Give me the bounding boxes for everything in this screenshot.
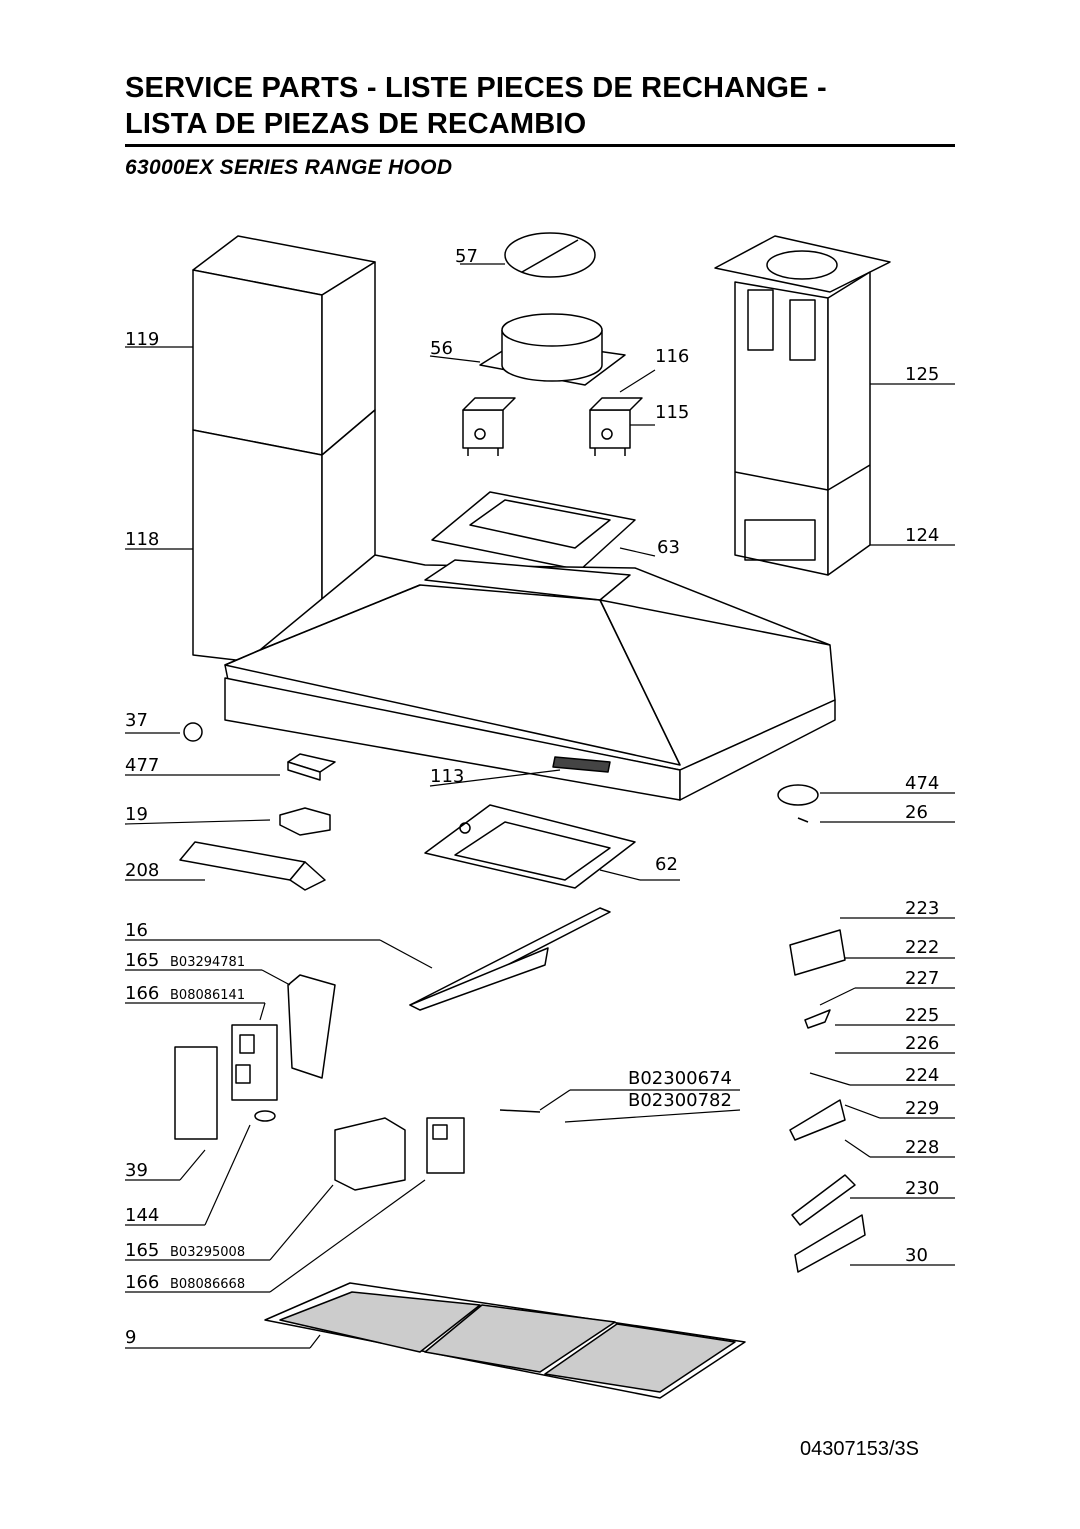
filter-rail-drawing [409,907,611,1011]
part-labels: 57 119 56 116 125 115 118 63 124 37 477 … [125,246,939,1348]
label-225: 225 [905,1005,939,1026]
label-30: 30 [905,1245,928,1266]
bottom-plate-drawing [424,804,636,889]
label-166-top: 166 [125,983,159,1004]
label-208: 208 [125,860,159,881]
upper-chimney-drawing [192,235,376,456]
label-57: 57 [455,246,478,267]
label-113: 113 [430,766,464,787]
top-plate-drawing [431,491,636,571]
label-228: 228 [905,1137,939,1158]
label-230: 230 [905,1178,939,1199]
label-226: 226 [905,1033,939,1054]
label-116: 116 [655,346,689,367]
label-39: 39 [125,1160,148,1181]
label-b02300782: B02300782 [628,1090,732,1111]
motor-bracket-right-drawing [589,397,643,456]
collar-drawing [479,313,626,386]
label-56: 56 [430,338,453,359]
damper-drawing [504,232,596,278]
label-125: 125 [905,364,939,385]
model-subtitle: 63000EX SERIES RANGE HOOD [125,156,453,179]
motor-bracket-left-drawing [462,397,516,456]
small-parts-drawing [179,722,336,891]
label-477: 477 [125,755,159,776]
title-line-2: LISTA DE PIEZAS DE RECAMBIO [125,108,587,140]
label-118: 118 [125,529,159,550]
code-165-bottom: B03295008 [170,1245,245,1260]
leader-lines [124,263,955,1349]
switch-box-drawing [334,1117,465,1191]
label-223: 223 [905,898,939,919]
label-124: 124 [905,525,939,546]
label-26: 26 [905,802,928,823]
page-title: SERVICE PARTS - LISTE PIECES DE RECHANGE… [125,70,955,142]
label-62: 62 [655,854,678,875]
code-166-top: B08086141 [170,988,245,1003]
label-63: 63 [657,537,680,558]
document-number: 04307153/3S [800,1438,920,1460]
label-229: 229 [905,1098,939,1119]
label-227: 227 [905,968,939,989]
electronic-box-drawing [174,974,336,1140]
label-165-top: 165 [125,950,159,971]
label-474: 474 [905,773,939,794]
lamp-parts-drawing [499,784,866,1273]
grease-filters-drawing [264,1282,746,1399]
label-115: 115 [655,402,689,423]
label-224: 224 [905,1065,939,1086]
code-166-bottom: B08086668 [170,1277,245,1292]
label-222: 222 [905,937,939,958]
chimney-frame-drawing [714,235,891,576]
label-37: 37 [125,710,148,731]
label-119: 119 [125,329,159,350]
title-rule [125,144,955,147]
title-line-1: SERVICE PARTS - LISTE PIECES DE RECHANGE… [125,72,827,104]
label-b02300674: B02300674 [628,1068,732,1089]
label-9: 9 [125,1327,136,1348]
hood-body-drawing [224,554,836,801]
label-19: 19 [125,804,148,825]
label-16: 16 [125,920,148,941]
label-166-bottom: 166 [125,1272,159,1293]
label-165-bottom: 165 [125,1240,159,1261]
code-165-top: B03294781 [170,955,245,970]
label-144: 144 [125,1205,159,1226]
